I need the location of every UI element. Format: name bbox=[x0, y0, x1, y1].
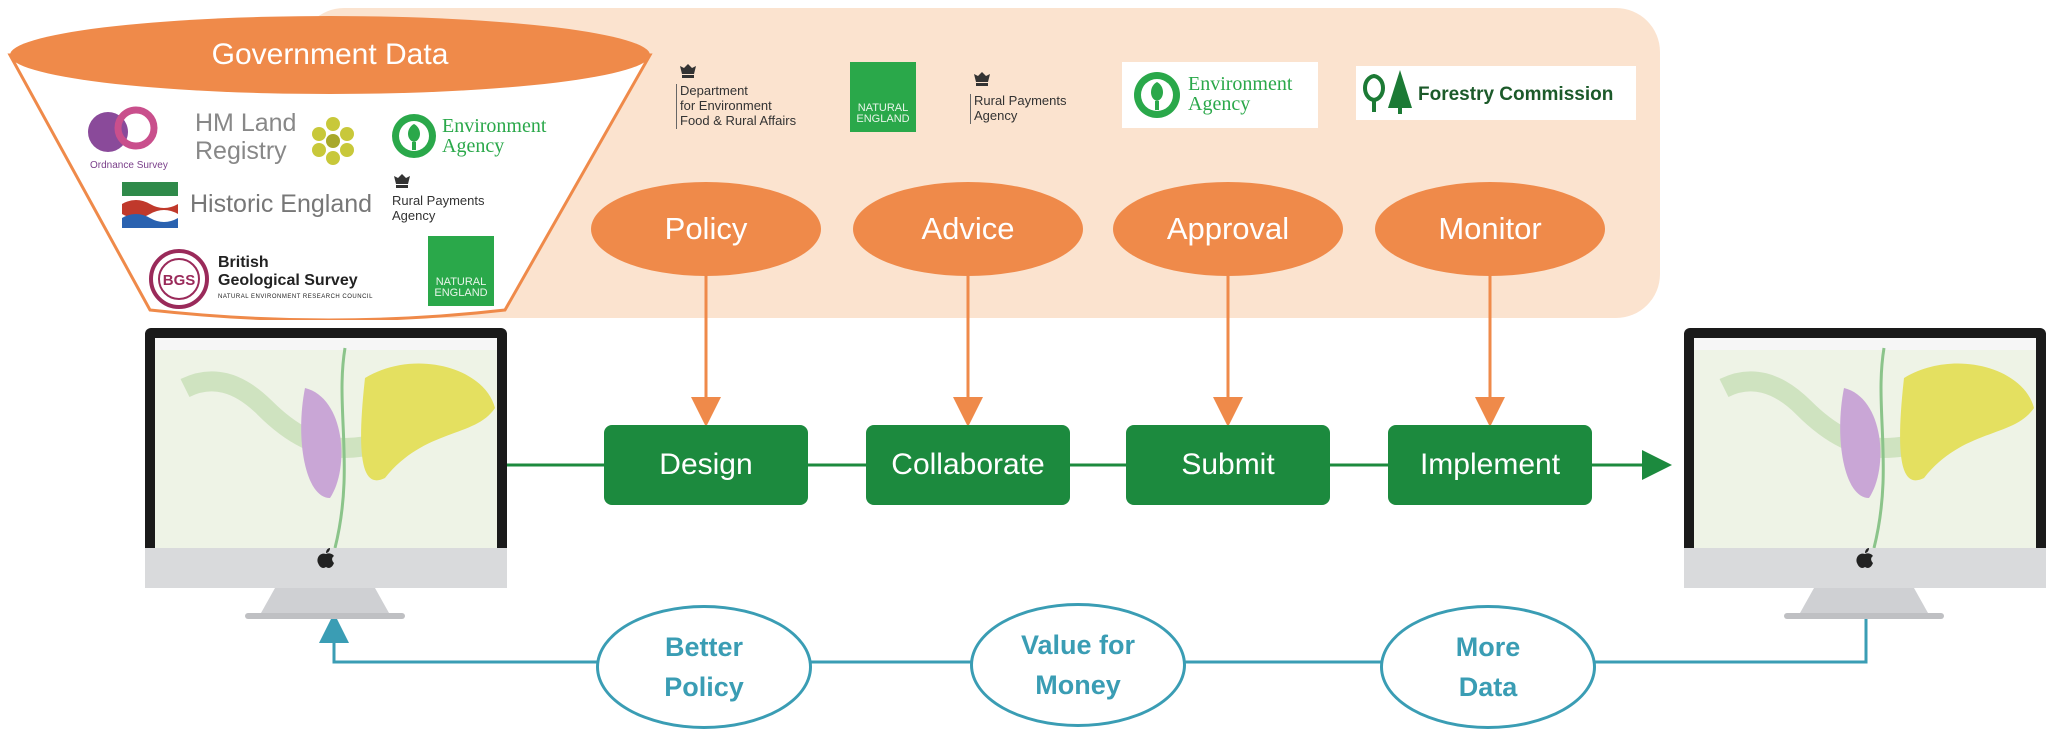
ordnance-survey-logo-icon bbox=[88, 106, 158, 152]
outcome-line2: Money bbox=[1035, 670, 1121, 700]
step-collaborate: Collaborate bbox=[866, 425, 1070, 505]
environment-agency-label: Environment Agency bbox=[442, 115, 547, 157]
historic-england-logo-icon bbox=[122, 182, 178, 228]
crest-icon bbox=[394, 174, 410, 188]
hm-land-registry-emblem-icon bbox=[312, 117, 354, 165]
outcome-line1: Value for bbox=[1020, 629, 1136, 660]
apple-logo-icon bbox=[1856, 548, 1873, 568]
bgs-subtitle: NATURAL ENVIRONMENT RESEARCH COUNCIL bbox=[218, 294, 373, 300]
rural-payments-agency-label-top: Rural Payments Agency bbox=[970, 93, 1066, 124]
outcome-line2: Policy bbox=[664, 672, 744, 702]
bgs-label-line2: Geological Survey bbox=[218, 272, 358, 289]
step-submit: Submit bbox=[1126, 425, 1330, 505]
defra-label: Department for Environment Food & Rural … bbox=[676, 83, 796, 129]
outcome-line1: More bbox=[1455, 631, 1521, 662]
role-policy: Policy bbox=[591, 182, 821, 276]
role-monitor: Monitor bbox=[1375, 182, 1605, 276]
outcome-line2: Data bbox=[1458, 672, 1518, 702]
environment-agency-logo-icon bbox=[392, 114, 436, 158]
right-monitor bbox=[1684, 328, 2046, 619]
svg-text:BGS: BGS bbox=[163, 272, 196, 289]
role-advice: Advice bbox=[853, 182, 1083, 276]
forestry-commission-label: Forestry Commission bbox=[1418, 84, 1614, 105]
government-data-title: Government Data bbox=[211, 38, 449, 71]
bgs-logo-icon: BGS bbox=[149, 249, 209, 309]
outcome-line1: Better bbox=[664, 631, 743, 662]
step-design: Design bbox=[604, 425, 808, 505]
left-monitor bbox=[145, 328, 507, 619]
environment-agency-logo-icon bbox=[1134, 72, 1180, 118]
tree-icon bbox=[1363, 70, 1412, 114]
crest-icon bbox=[974, 72, 990, 86]
step-implement: Implement bbox=[1388, 425, 1592, 505]
ordnance-survey-label: Ordnance Survey bbox=[90, 160, 168, 171]
bgs-label-line1: British bbox=[218, 254, 269, 271]
role-approval: Approval bbox=[1113, 182, 1343, 276]
hm-land-registry-label: HM Land Registry bbox=[195, 109, 297, 165]
apple-logo-icon bbox=[317, 548, 334, 568]
natural-england-logo: NATURAL ENGLAND bbox=[850, 62, 916, 132]
environment-agency-label-top: Environment Agency bbox=[1188, 73, 1293, 115]
natural-england-logo-small: NATURAL ENGLAND bbox=[428, 236, 494, 306]
historic-england-label: Historic England bbox=[190, 190, 373, 218]
rural-payments-agency-label: Rural Payments Agency bbox=[392, 193, 485, 223]
crest-icon bbox=[680, 64, 696, 78]
